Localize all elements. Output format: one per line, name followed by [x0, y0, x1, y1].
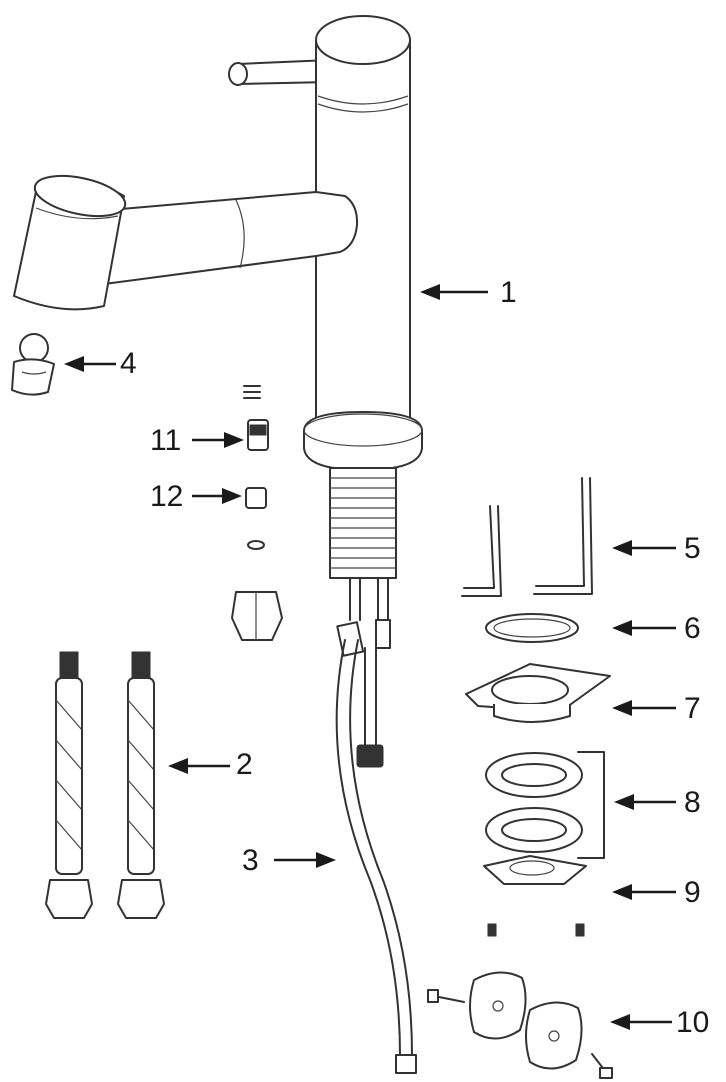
hose-weight [427, 971, 613, 1079]
callout-11: 11 [150, 424, 182, 457]
spray-head-connector [11, 333, 55, 396]
hex-keys [461, 477, 593, 597]
gaskets [485, 751, 605, 859]
callout-1: 1 [500, 276, 517, 309]
callout-arrows [64, 284, 676, 1030]
callout-12: 12 [150, 480, 184, 513]
pull-out-hose [335, 639, 417, 1074]
callout-3: 3 [242, 844, 259, 877]
callout-10: 10 [676, 1006, 710, 1039]
callout-9: 9 [684, 876, 701, 909]
callout-8: 8 [684, 786, 701, 819]
faucet-body [13, 15, 423, 657]
callout-6: 6 [684, 612, 701, 645]
callout-5: 5 [684, 532, 701, 565]
callout-7: 7 [684, 692, 701, 725]
callout-4: 4 [120, 347, 137, 380]
supply-hoses [45, 651, 165, 919]
callout-2: 2 [236, 748, 253, 781]
check-valve-assembly [231, 385, 283, 641]
o-ring [485, 613, 579, 643]
mounting-bracket [483, 855, 587, 937]
base-plate [465, 663, 611, 723]
